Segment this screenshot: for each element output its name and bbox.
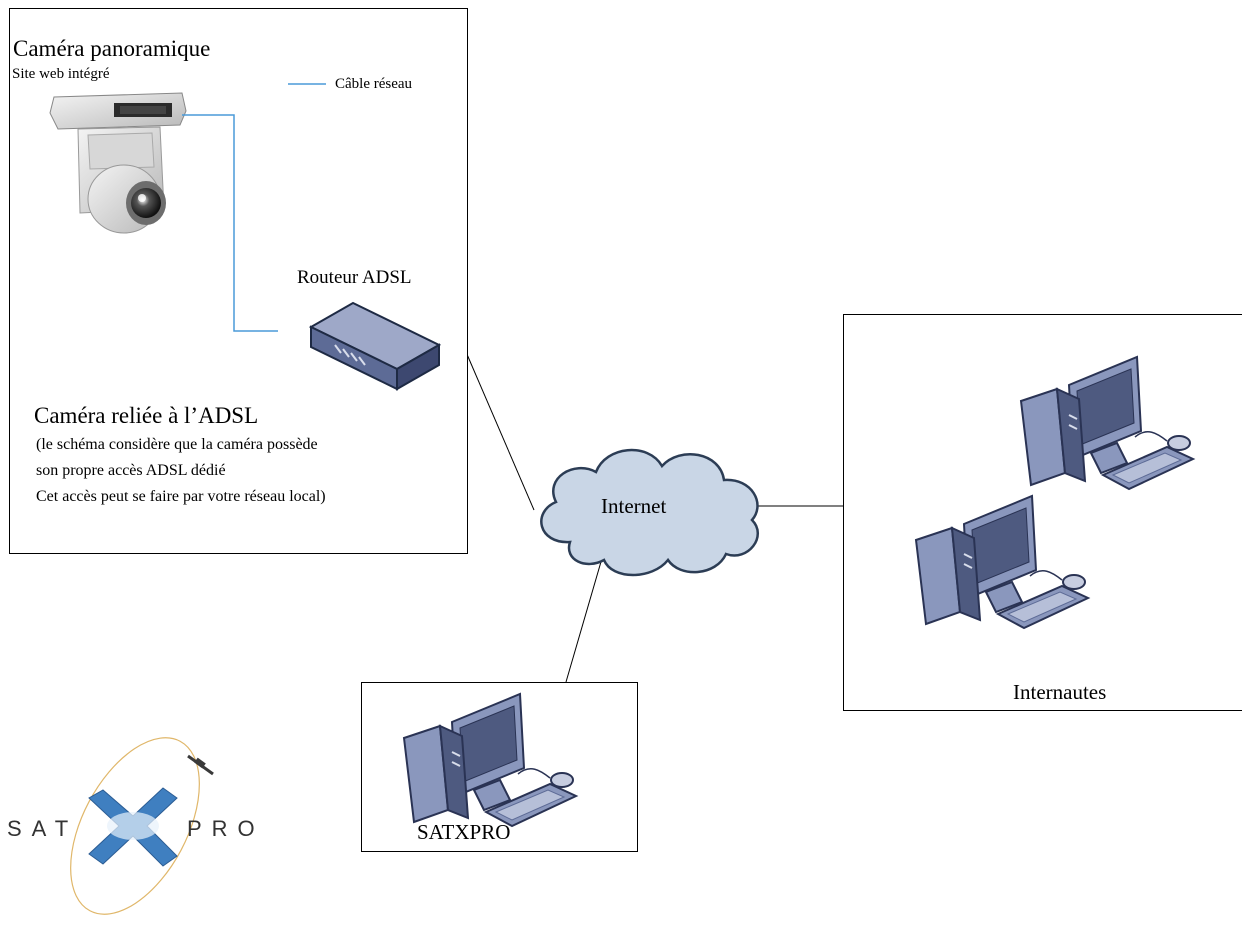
network-cable — [182, 114, 278, 332]
link-camera-internet — [465, 351, 535, 511]
camera-caption-line-3: Cet accès peut se faire par votre réseau… — [36, 488, 326, 505]
camera-caption-line-1: (le schéma considère que la caméra possè… — [36, 436, 318, 453]
logo-right-text: PRO — [187, 816, 265, 841]
desktop-computer-icon — [403, 693, 577, 827]
satxpro-label: SATXPRO — [417, 820, 511, 844]
legend-cable-label: Câble réseau — [335, 76, 413, 92]
camera-adsl-box: Caméra panoramique Site web intégré Câbl… — [9, 8, 468, 554]
router-label: Routeur ADSL — [297, 267, 412, 288]
link-internet-satxpro — [565, 547, 606, 683]
desktop-computer-icon — [915, 495, 1089, 629]
legend-cable-line — [288, 83, 326, 85]
internautes-label: Internautes — [1013, 680, 1107, 704]
logo-left-text: SAT — [7, 816, 78, 841]
camera-title: Caméra panoramique — [13, 36, 211, 61]
internautes-box: Internautes — [843, 314, 1242, 711]
camera-caption-title: Caméra reliée à l’ADSL — [34, 403, 259, 428]
camera-subtitle: Site web intégré — [12, 66, 110, 82]
desktop-computer-icon — [1019, 355, 1196, 491]
ptz-camera-icon — [49, 92, 187, 234]
adsl-router-icon — [308, 301, 442, 391]
camera-caption-line-2: son propre accès ADSL dédié — [36, 462, 226, 479]
internet-cloud-icon — [540, 449, 759, 577]
satxpro-logo: SAT PRO — [7, 737, 265, 915]
internet-label: Internet — [601, 494, 667, 518]
